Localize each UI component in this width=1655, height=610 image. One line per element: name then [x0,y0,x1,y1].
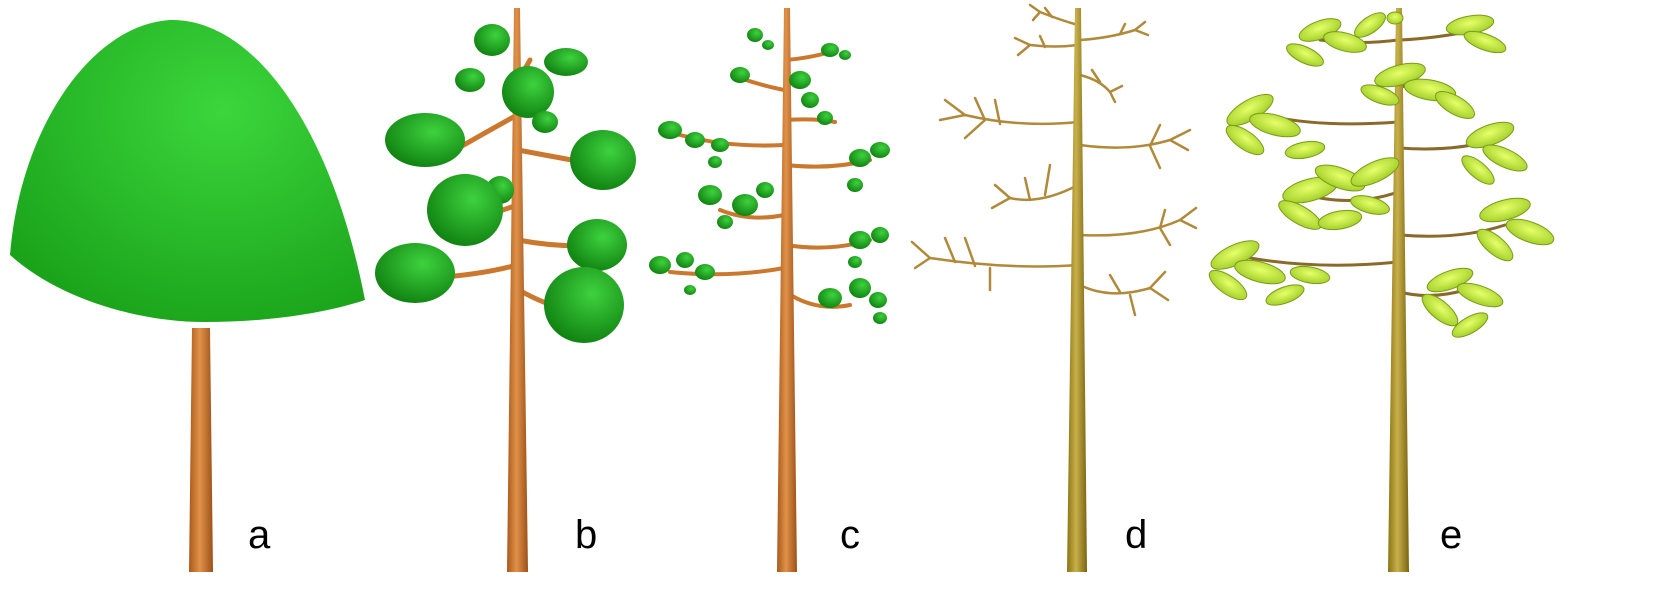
foliage-envelope [502,66,554,118]
foliage-envelope [544,267,624,343]
twig-envelope [684,285,696,295]
twig-envelope [818,288,842,308]
leaf [1454,278,1505,311]
twig-envelope [747,28,763,42]
branch [1080,75,1110,92]
twig-envelope [848,256,862,268]
trunk [1067,8,1087,572]
trunk [189,328,213,572]
twig-envelope [698,185,722,205]
foliage-envelope [544,48,588,76]
twig-envelope [817,111,833,125]
branch [1030,45,1078,47]
twig-envelope [869,292,887,308]
twig-envelope [711,138,729,152]
branch [930,258,1078,266]
twig-envelope [676,252,694,268]
foliage-envelope [455,68,485,92]
leaf [1317,207,1363,232]
twig-envelope [789,71,811,89]
twig-envelope [849,278,871,298]
twig-envelope [730,67,750,83]
branch [1080,220,1180,235]
branch [1080,30,1135,40]
twig-envelope [849,231,871,249]
leaf [1462,27,1509,57]
leaf [1503,214,1557,250]
panel-label-e: e [1440,513,1462,557]
panel-label-c: c [840,513,860,557]
twig-envelope [870,142,890,158]
panel-a: a [10,20,365,572]
branch [1092,70,1122,102]
leaf [1284,139,1326,162]
branch [1080,140,1170,148]
twig-envelope [756,182,774,198]
panel-c: c [649,8,890,572]
foliage-envelope [385,113,465,167]
twig-envelope [658,121,682,139]
twig-envelope [717,215,733,229]
twig-envelope [801,92,819,108]
leaf [1263,281,1306,310]
foliage-envelope [570,130,636,190]
trunk [777,8,797,572]
branch [1010,185,1078,200]
foliage-envelope [567,219,627,271]
foliage-envelope [427,174,503,246]
twig-envelope [762,40,774,50]
branch [992,165,1050,208]
twig-envelope [732,194,758,216]
branch [940,98,1000,138]
panel-e: e [1205,8,1557,572]
branch [1080,285,1150,293]
branch [1150,125,1190,168]
leaf [1289,264,1331,287]
twig-envelope [839,50,851,60]
foliage-envelope [532,111,558,133]
panel-label-d: d [1125,513,1147,557]
twig-envelope [871,227,889,243]
branch [670,268,784,274]
twig-envelope [649,256,671,274]
twig-envelope [849,149,871,167]
twig-envelope [708,156,722,168]
twig-envelope [695,264,715,280]
branch [1030,5,1052,20]
leaf [1387,12,1403,24]
foliage-envelope [375,243,455,303]
panel-b-shapes: b [375,8,636,572]
panel-label-b: b [575,513,597,557]
branch [1250,258,1398,265]
leaf [1283,39,1326,70]
leaf [1351,8,1390,42]
branch [1040,12,1078,25]
twig-envelope [847,178,863,192]
panel-d: d [912,5,1196,572]
twig-envelope [873,312,887,324]
twig-envelope [821,43,839,57]
crown-envelope [10,20,365,322]
panel-label-a: a [248,513,271,557]
twig-envelope [685,132,705,148]
foliage-envelope [474,24,510,56]
